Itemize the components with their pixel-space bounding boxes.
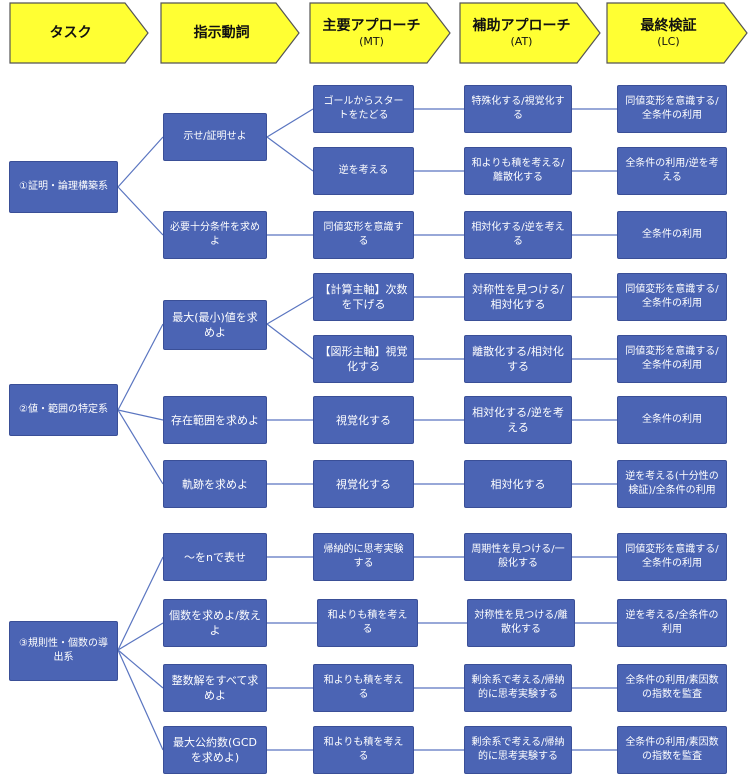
at-box: 離散化する/相対化する [464,335,572,383]
lc-box: 同値変形を意識する/全条件の利用 [617,273,727,321]
at-box: 相対化する [464,460,572,508]
at-box: 特殊化する/視覚化する [464,85,572,133]
header-arrow-shape [309,2,451,64]
lc-box: 同値変形を意識する/全条件の利用 [617,85,727,133]
task-box-proof: ①証明・論理構築系 [9,161,118,213]
at-box: 相対化する/逆を考える [464,396,572,444]
lc-box: 全条件の利用/素因数の指数を監査 [617,726,727,774]
header-arrow-shape [9,2,149,64]
at-box: 和よりも積を考える/離散化する [464,147,572,195]
lc-box: 全条件の利用/逆を考える [617,147,727,195]
header-main-approach: 主要アプローチ(MT) [309,2,451,64]
task-box-value-range: ②値・範囲の特定系 [9,384,118,436]
verb-box: 最大公約数(GCDを求めよ) [163,726,267,774]
header-label: 最終検証 [640,18,697,34]
header-sublabel: (MT) [359,35,384,48]
header-aux-approach: 補助アプローチ(AT) [459,2,601,64]
mt-box: 同値変形を意識する [313,211,414,259]
lc-box: 同値変形を意識する/全条件の利用 [617,335,727,383]
at-box: 剰余系で考える/帰納的に思考実験する [464,726,572,774]
lc-box: 逆を考える(十分性の検証)/全条件の利用 [617,460,727,508]
mt-box: 視覚化する [313,396,414,444]
header-task: タスク [9,2,149,64]
header-arrow-shape [606,2,748,64]
lc-box: 全条件の利用 [617,396,727,444]
at-box: 周期性を見つける/一般化する [464,533,572,581]
mt-box: 視覚化する [313,460,414,508]
header-label: タスク [49,25,92,41]
header-label: 指示動詞 [193,25,250,41]
verb-box: 示せ/証明せよ [163,113,267,161]
lc-box: 全条件の利用/素因数の指数を監査 [617,664,727,712]
at-box: 対称性を見つける/離散化する [467,599,575,647]
header-sublabel: (AT) [510,35,533,48]
mt-box: 和よりも積を考える [313,726,414,774]
verb-box: 必要十分条件を求めよ [163,211,267,259]
mt-box: 逆を考える [313,147,414,195]
mt-box: ゴールからスタートをたどる [313,85,414,133]
header-final-check: 最終検証(LC) [606,2,748,64]
header-arrow-shape [459,2,601,64]
mt-box: 【図形主軸】視覚化する [313,335,414,383]
mt-box: 和よりも積を考える [313,664,414,712]
header-sublabel: (LC) [657,35,680,48]
mt-box: 帰納的に思考実験する [313,533,414,581]
verb-box: 軌跡を求めよ [163,460,267,508]
header-label: 主要アプローチ [322,18,421,34]
lc-box: 同値変形を意識する/全条件の利用 [617,533,727,581]
at-box: 対称性を見つける/相対化する [464,273,572,321]
header-label: 補助アプローチ [472,18,571,34]
verb-box: 最大(最小)値を求めよ [163,300,267,350]
verb-box: 存在範囲を求めよ [163,396,267,444]
at-box: 剰余系で考える/帰納的に思考実験する [464,664,572,712]
lc-box: 逆を考える/全条件の利用 [617,599,727,647]
mt-box: 和よりも積を考える [317,599,418,647]
mt-box: 【計算主軸】次数を下げる [313,273,414,321]
verb-box: 整数解をすべて求めよ [163,664,267,712]
verb-box: 〜をnで表せ [163,533,267,581]
lc-box: 全条件の利用 [617,211,727,259]
at-box: 相対化する/逆を考える [464,211,572,259]
verb-box: 個数を求めよ/数えよ [163,599,267,647]
header-arrow-shape [160,2,300,64]
header-verb: 指示動詞 [160,2,300,64]
task-box-regularity-count: ③規則性・個数の導出系 [9,621,118,681]
